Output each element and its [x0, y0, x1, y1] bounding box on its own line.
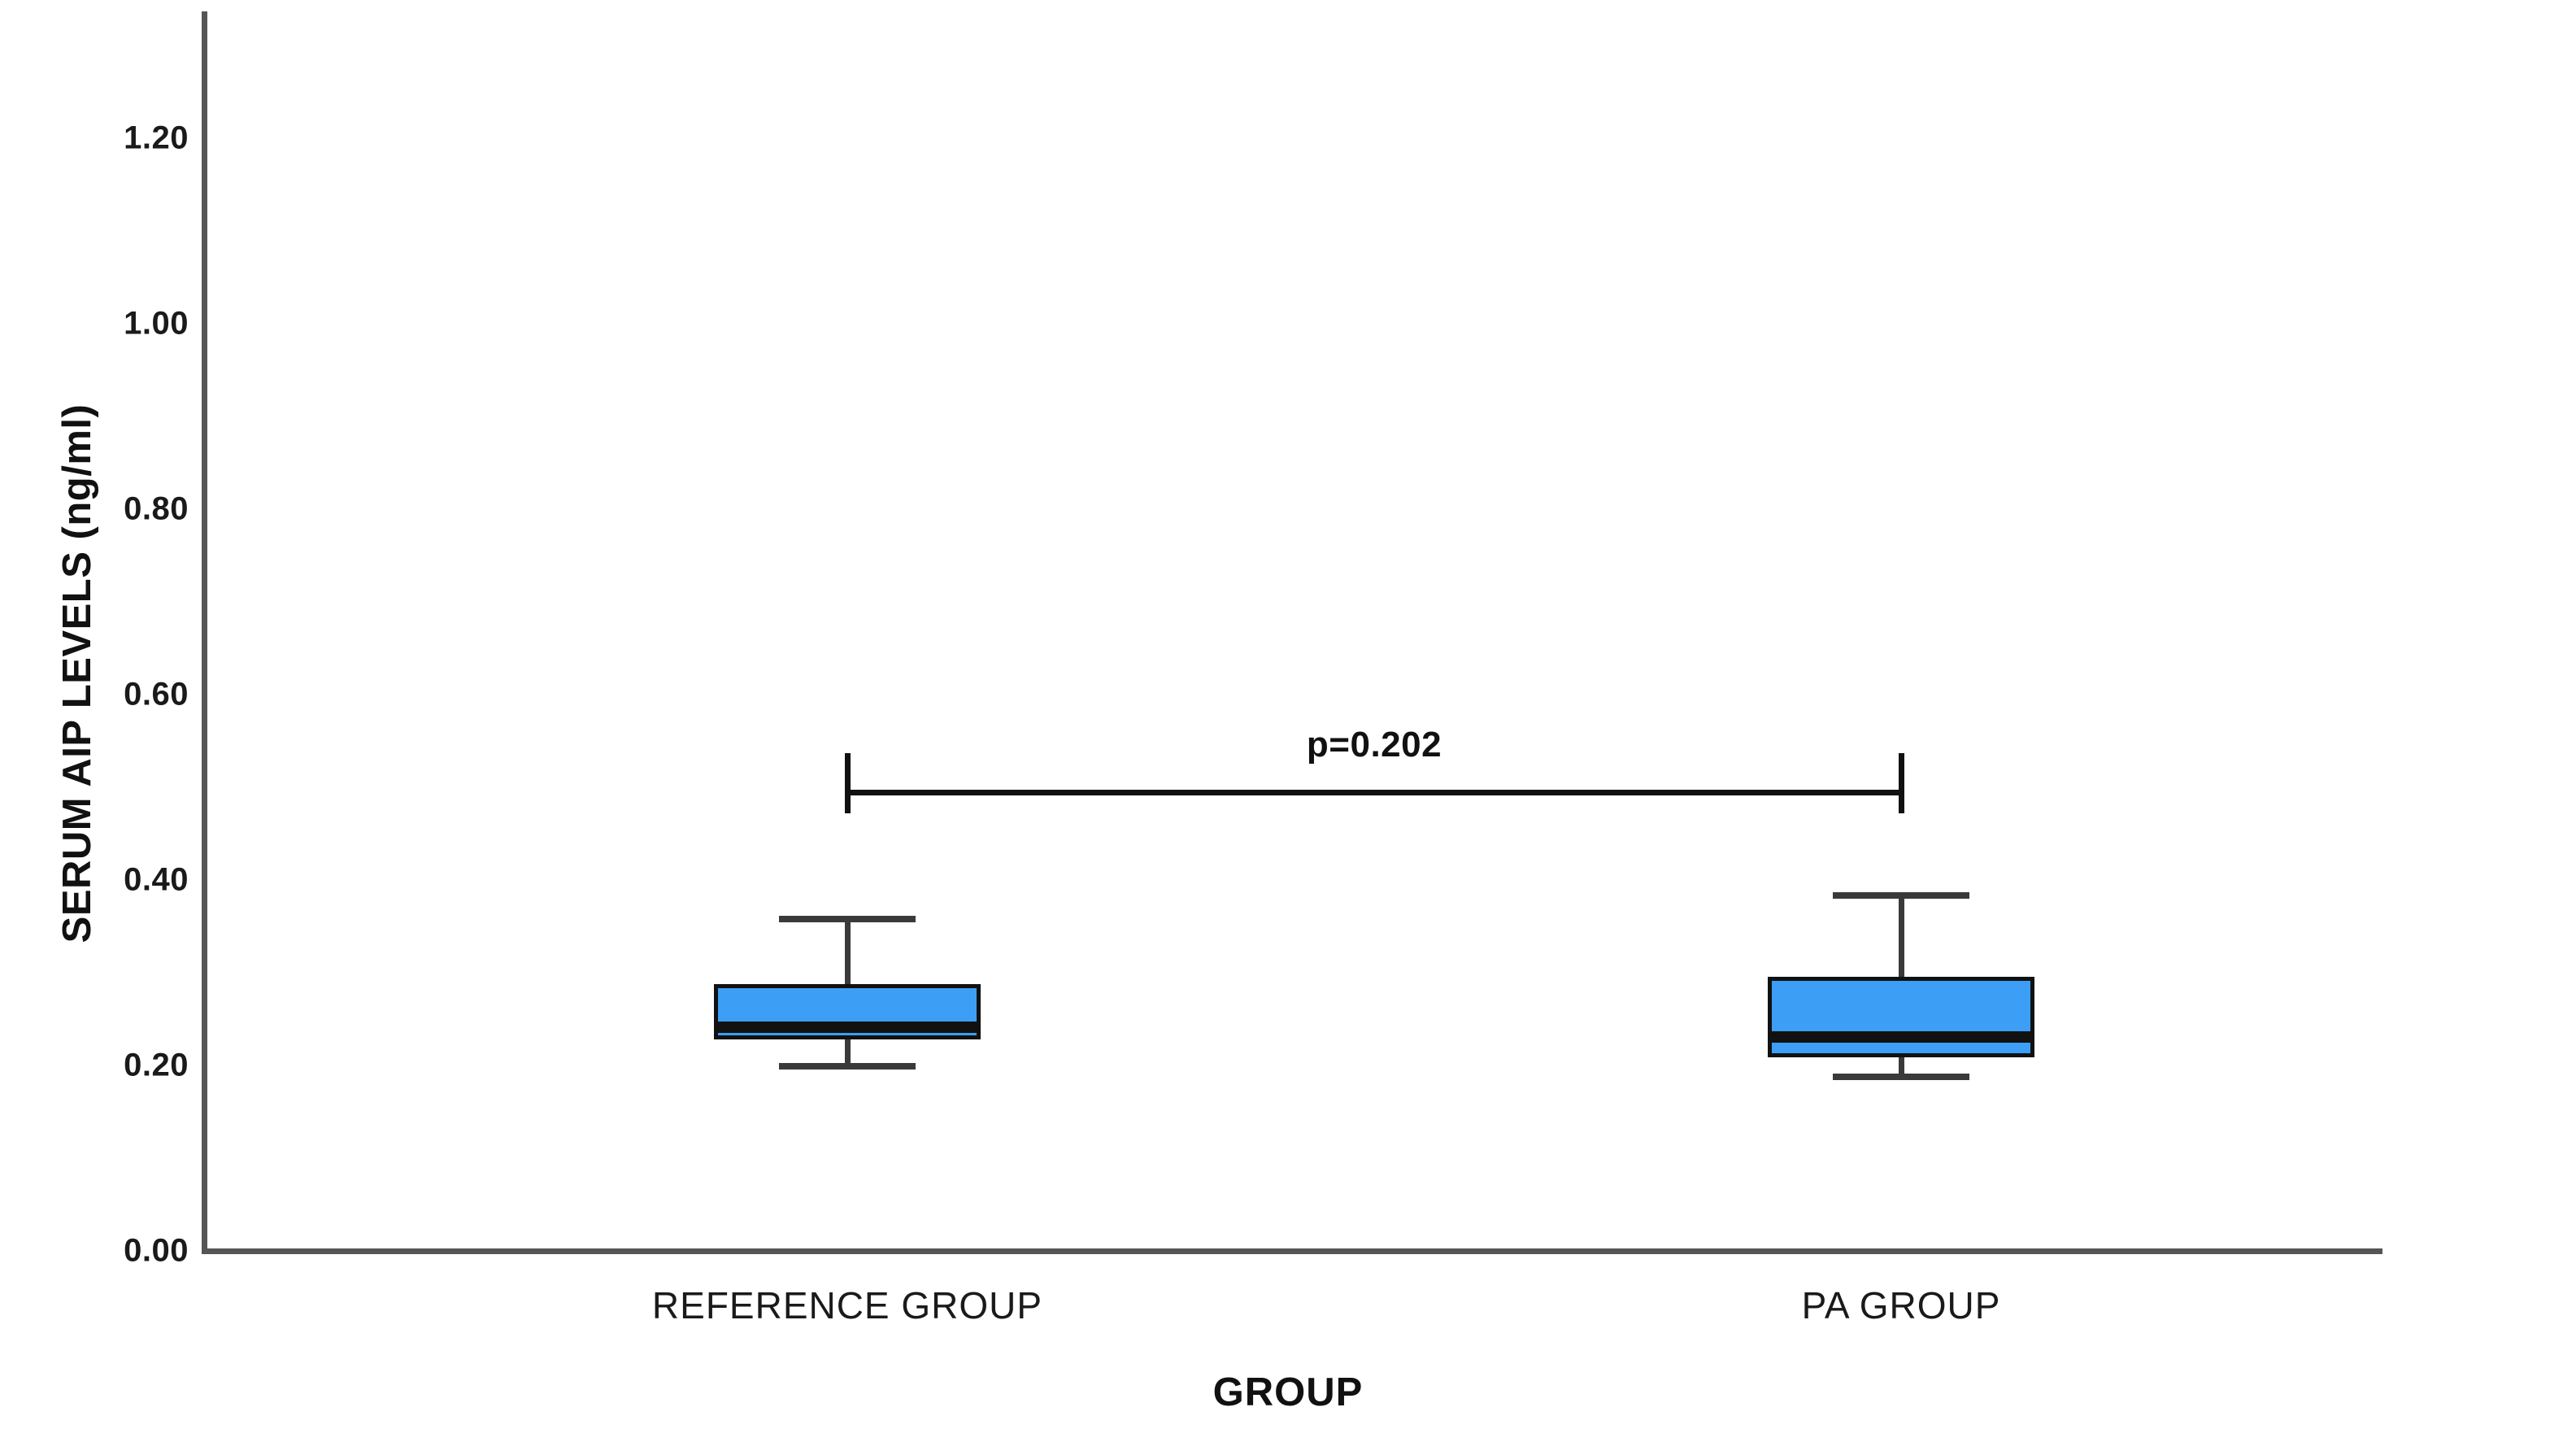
- significance-bracket-line: [847, 790, 1901, 796]
- y-axis-tick-label: 0.20: [124, 1047, 189, 1083]
- x-axis-line: [202, 1248, 2382, 1254]
- median-line: [1768, 1030, 2034, 1043]
- y-axis-tick-label: 1.20: [124, 120, 189, 156]
- upper-whisker-stem: [1899, 891, 1904, 977]
- lower-whisker-stem: [845, 1039, 851, 1063]
- upper-whisker-cap: [779, 916, 916, 923]
- y-axis-tick-label: 0.00: [124, 1232, 189, 1269]
- iqr-box: [1768, 976, 2034, 1057]
- y-axis-tick-label: 1.00: [124, 305, 189, 342]
- median-line: [714, 1022, 981, 1034]
- x-axis-category-label: PA GROUP: [1801, 1284, 2001, 1327]
- y-axis-tick-label: 0.80: [124, 490, 189, 527]
- lower-whisker-cap: [1833, 1074, 1969, 1081]
- y-axis-title: SERUM AIP LEVELS (ng/ml): [55, 403, 99, 943]
- lower-whisker-stem: [1899, 1057, 1904, 1074]
- x-axis-category-label: REFERENCE GROUP: [651, 1284, 1043, 1327]
- x-axis-title: GROUP: [1212, 1370, 1364, 1414]
- y-axis-line: [202, 11, 207, 1254]
- significance-bracket-cap-right: [1899, 753, 1904, 814]
- lower-whisker-cap: [779, 1062, 916, 1070]
- significance-bracket-cap-left: [845, 753, 851, 814]
- p-value-label: p=0.202: [1306, 725, 1442, 765]
- y-axis-tick-labels: 0.00 0.20 0.40 0.60 0.80 1.00 1.20: [49, 0, 189, 1429]
- upper-whisker-cap: [1833, 891, 1969, 899]
- upper-whisker-stem: [845, 916, 851, 984]
- y-axis-tick-label: 0.40: [124, 861, 189, 898]
- y-axis-tick-label: 0.60: [124, 676, 189, 712]
